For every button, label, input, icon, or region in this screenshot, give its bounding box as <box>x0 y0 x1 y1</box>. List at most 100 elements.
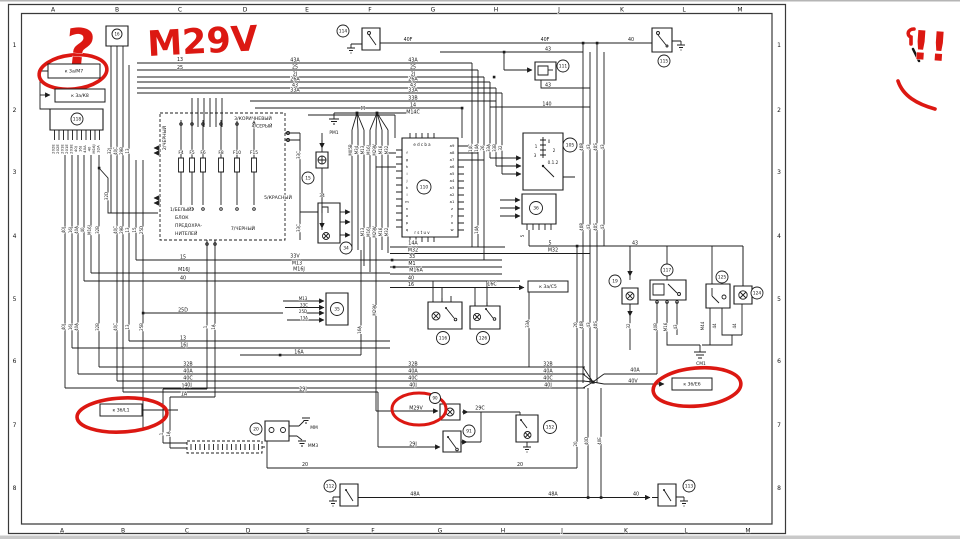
wire-label: k <box>406 185 409 190</box>
wire-label: 20 <box>573 322 578 328</box>
component-114-switch <box>362 28 390 50</box>
wire-label: 1A <box>181 392 188 398</box>
wire-label: M1 <box>408 261 415 267</box>
connector-ref-label: к 3а/М7 <box>65 69 83 75</box>
grid-number: 6 <box>777 358 781 365</box>
wire-label: 32A <box>96 145 101 153</box>
wire-label: F5 <box>189 150 195 156</box>
red-handwritten-code: M29V <box>146 19 259 65</box>
wire-label: 13 <box>125 324 130 330</box>
wire-label: 16A <box>357 326 362 334</box>
wire-label: 25D <box>299 309 307 314</box>
wire-label: 40V <box>628 379 638 385</box>
wire-label: 43 <box>545 47 551 53</box>
component-circle <box>683 480 695 492</box>
wire-label: M29V <box>372 304 377 316</box>
wire-label: 13 <box>180 336 186 342</box>
component-15-box <box>316 152 328 168</box>
wire-label: 25 <box>177 65 183 71</box>
wire-label: 33 <box>409 254 415 260</box>
wire-label: 32 <box>498 145 503 151</box>
component-36-box <box>522 194 556 230</box>
component-number: 90 <box>432 396 438 401</box>
wire-label: 29J <box>299 387 307 393</box>
wire-label: 40C <box>113 147 118 155</box>
wire-label: 20 <box>302 462 308 468</box>
component-number: 16 <box>114 32 120 37</box>
component-91-switch <box>443 431 461 452</box>
wire-label: M16J <box>366 227 371 237</box>
red-exclamation: !! <box>910 23 950 71</box>
wire-label: 20 <box>573 441 578 447</box>
wire-label: f <box>406 150 408 155</box>
wire-label: 40P <box>579 223 584 231</box>
component-circle <box>337 25 349 37</box>
component-circle <box>250 423 262 435</box>
wire-label: 40J <box>184 383 192 389</box>
wire-label: 34 <box>319 193 325 199</box>
wire-label: i <box>406 171 407 176</box>
wire-label: 29J <box>409 442 417 448</box>
wire-label: a3 <box>450 185 455 190</box>
wire-label: 48A <box>548 492 558 498</box>
component-number: 152 <box>546 425 555 431</box>
wire-label: 32B <box>543 362 552 368</box>
component-circle <box>324 480 336 492</box>
wire-label: 32B <box>408 362 417 368</box>
connector-ref-label: к 3а/К8 <box>71 93 89 99</box>
grid-number: 4 <box>13 233 17 240</box>
wire-label: g <box>406 157 409 162</box>
component-circle <box>463 425 475 437</box>
grid-number: 5 <box>777 296 781 303</box>
wire-label: 44 <box>732 323 737 329</box>
grid-number: 4 <box>777 233 781 240</box>
grid-letter: B <box>121 528 125 535</box>
wire-label: 40 <box>408 276 414 282</box>
wire-label: 43 <box>673 324 678 330</box>
wire-label: 33A <box>486 144 491 152</box>
component-number: 112 <box>326 484 335 490</box>
wire-label: 40 <box>633 492 639 498</box>
component-circle <box>437 332 450 345</box>
wire-label: 14A <box>408 241 418 247</box>
wire-label: 32B <box>95 323 100 331</box>
wire-label: 40A <box>630 368 640 374</box>
wire-label: M16J <box>366 145 371 155</box>
wire-label: M29V <box>372 144 377 156</box>
connector-strip <box>187 441 262 453</box>
wire-label: M16J <box>87 225 92 235</box>
wire-label: M16J <box>178 267 190 273</box>
component-number: 105 <box>566 143 575 149</box>
component-circle <box>658 55 670 67</box>
wire-label: 32 <box>626 323 631 329</box>
component-circle <box>112 29 122 39</box>
red-circle-l1 <box>76 396 168 435</box>
grid-number: 7 <box>13 422 17 429</box>
wire-label: a9 <box>450 143 455 148</box>
wire-label: ПРЕДОХРА- <box>175 223 202 229</box>
wire-label: 14A <box>474 144 479 152</box>
wire-label: 44 <box>712 323 717 329</box>
wire-label: 203E <box>69 144 74 154</box>
component-shapes <box>50 26 752 506</box>
wire-label: 40B <box>653 323 658 331</box>
wire-label: h <box>406 164 409 169</box>
wire-label: 16J <box>68 227 73 233</box>
component-110-ecu <box>396 133 484 242</box>
wire-label: 43 <box>600 224 605 230</box>
component-105-ignition-switch <box>523 133 563 190</box>
component-152-lamp-switch <box>516 415 538 442</box>
component-117-relay <box>650 280 686 303</box>
wire-label: a1 <box>450 199 455 204</box>
wire-label: 40A <box>82 145 87 153</box>
wire-label: 40A <box>183 369 193 375</box>
wire-label: 29C <box>475 406 485 412</box>
grid-letter: A <box>51 7 56 14</box>
wire-label: 16J <box>180 343 188 349</box>
component-circle <box>477 332 490 345</box>
wire-label: 40 <box>628 37 634 43</box>
wire-label: 201E <box>60 144 65 154</box>
wire-label: 1 <box>535 144 538 149</box>
wire-label: 40S <box>593 223 598 231</box>
wire-label: 26A <box>408 77 418 83</box>
